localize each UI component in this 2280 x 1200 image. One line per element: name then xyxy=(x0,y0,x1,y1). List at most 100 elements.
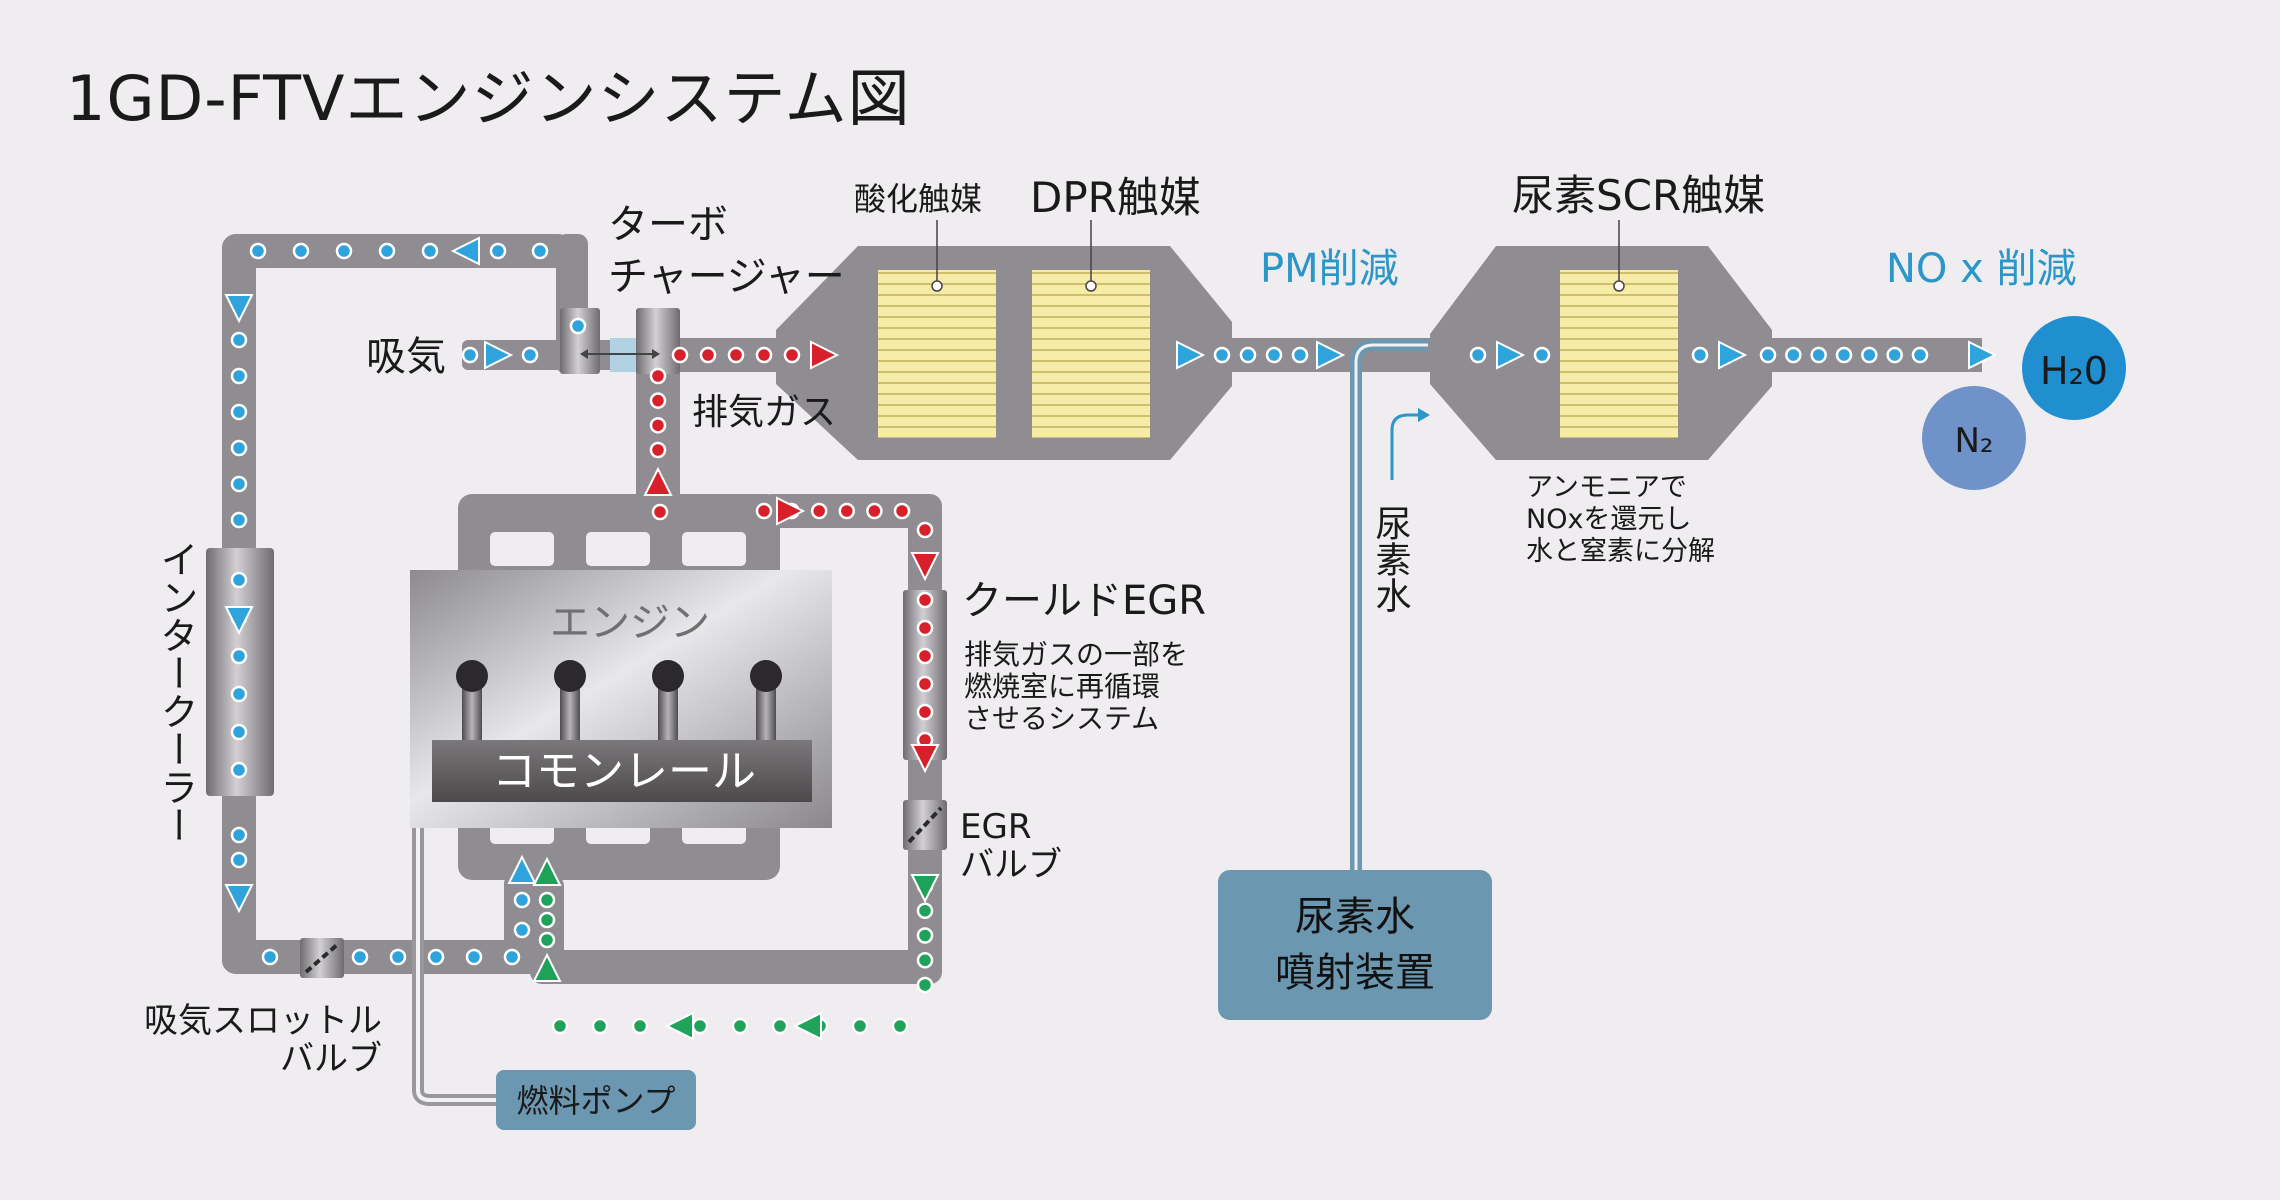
turbo-compressor xyxy=(560,308,600,374)
egr-note-line2: 燃焼室に再循環 xyxy=(964,670,1160,703)
clean-flow-dot xyxy=(1911,346,1929,364)
pm-reduction-label: PM削減 xyxy=(1260,246,1399,292)
exhaust-flow-dot xyxy=(916,591,934,609)
exhaust-flow-dot xyxy=(916,703,934,721)
turbo-label-line2: チャージャー xyxy=(608,254,845,300)
clean-flow-dot xyxy=(1861,346,1878,364)
urea-injector-box xyxy=(1218,870,1492,1020)
clean-flow-dot xyxy=(1213,346,1231,364)
egr-return-flow-arrow xyxy=(532,952,562,982)
exhaust-flow-arrow xyxy=(910,744,940,774)
egr-return-flow-dot xyxy=(916,927,934,944)
egr-return-flow-dot xyxy=(851,1017,869,1035)
intake-flow-dot xyxy=(427,948,445,966)
exhaust-flow-arrow xyxy=(810,340,840,370)
clean-flow-arrow xyxy=(1176,340,1206,370)
nox-reduction-label: NO x 削減 xyxy=(1886,246,2077,292)
egr-return-flow-dot xyxy=(691,1017,709,1035)
egr-return-flow-dot xyxy=(538,931,556,949)
clean-flow-dot xyxy=(1469,346,1487,364)
egr-return-flow-dot xyxy=(916,902,934,919)
clean-flow-dot xyxy=(1759,346,1777,364)
egr-return-flow-dot xyxy=(731,1017,749,1035)
urea-injector-label-line1: 尿素水 xyxy=(1295,894,1415,940)
exhaust-flow-dot xyxy=(916,675,934,693)
clean-flow-dot xyxy=(1291,346,1309,364)
exhaust-flow-dot xyxy=(916,521,934,539)
exhaust-flow-dot xyxy=(916,619,934,637)
urea-injection-line-inner xyxy=(1354,343,1428,876)
intake-flow-dot xyxy=(230,511,248,529)
exhaust-flow-dot xyxy=(810,502,828,520)
turbo-shaft-arrows xyxy=(580,349,660,359)
intake-flow-dot xyxy=(261,948,279,966)
intake-flow-dot xyxy=(351,948,369,966)
injectors xyxy=(456,660,782,750)
egr-return-flow-dot xyxy=(551,1017,569,1035)
egr-valve-plate xyxy=(907,806,943,844)
exhaust-flow-dot xyxy=(649,441,667,459)
intercooler-label: インタークーラー xyxy=(154,540,198,844)
urea-injector-label-line2: 噴射装置 xyxy=(1275,950,1435,996)
intake-flow-dot xyxy=(378,242,396,260)
clean-flow-dot xyxy=(1785,346,1802,364)
n2-circle xyxy=(1922,386,2026,490)
egr-valve-label-line1: EGR xyxy=(960,807,1031,847)
egr-return-flow-dot xyxy=(916,952,934,969)
egr-note-line1: 排気ガスの一部を xyxy=(964,638,1188,671)
clean-flow-dot xyxy=(1239,346,1257,364)
scr-note-line1: アンモニアで xyxy=(1526,472,1687,503)
intake-flow-dot xyxy=(230,647,248,665)
clean-flow-dot xyxy=(1265,346,1283,364)
throttle-valve-plate xyxy=(304,942,340,974)
common-rail xyxy=(432,740,812,802)
scr-note-line3: 水と窒素に分解 xyxy=(1526,536,1715,567)
intake-flow-dot xyxy=(292,242,310,260)
engine-label: エンジン xyxy=(550,600,710,646)
exhaust-flow-arrow xyxy=(643,466,673,496)
scr-catalyst-core xyxy=(1560,270,1678,438)
egr-return-flow-dot xyxy=(771,1017,789,1035)
egr-cooler-body xyxy=(903,590,947,760)
intake-flow-dot xyxy=(230,685,248,703)
clean-flow-dot xyxy=(1691,346,1709,364)
intake-flow-dot xyxy=(569,317,587,335)
clean-flow-arrow xyxy=(1316,340,1346,370)
exhaust-flow-dot xyxy=(699,346,717,364)
clean-flow-dot xyxy=(1533,346,1551,364)
flow-arrows xyxy=(224,236,1998,1041)
intake-flow-dot xyxy=(230,403,248,421)
exhaust-flow-dot xyxy=(649,392,667,409)
turbo-label-line1: ターボ xyxy=(608,202,728,248)
intake-flow-dot xyxy=(249,242,267,260)
intake-flow-dot xyxy=(230,367,248,385)
intake-flow-dot xyxy=(230,571,248,589)
oxidation-catalyst-label: 酸化触媒 xyxy=(854,180,982,218)
exhaust-flow-dot xyxy=(649,417,667,434)
egr-return-flow-arrow xyxy=(532,856,562,886)
exhaust-flow-arrow xyxy=(776,496,806,526)
urea-flow-arrow xyxy=(1390,413,1418,480)
egr-valve-label-line2: バルブ xyxy=(960,845,1062,885)
intake-flow-dot xyxy=(521,346,539,364)
intake-flow-dot xyxy=(230,723,248,741)
egr-return-flow-dot xyxy=(631,1017,649,1035)
exhaust-flow-dot xyxy=(893,502,911,520)
page-title: 1GD-FTVエンジンシステム図 xyxy=(66,62,911,135)
throttle-label-line1: 吸気スロットル xyxy=(144,1001,382,1041)
intake-label: 吸気 xyxy=(366,334,446,380)
exhaust-flow-dot xyxy=(651,503,669,521)
intake-flow-arrow xyxy=(224,884,254,914)
clean-flow-arrow xyxy=(1496,340,1526,370)
intake-flow-arrow xyxy=(507,854,537,884)
intake-flow-arrow xyxy=(450,236,480,266)
egr-return-bottom-pipe xyxy=(530,950,942,984)
dpr-catalyst-label: DPR触媒 xyxy=(1030,173,1201,222)
exhaust-flow-dot xyxy=(649,367,667,385)
egr-return-flow-dot xyxy=(891,1017,909,1035)
dpr-catalyst-core xyxy=(1032,270,1150,438)
n2-label: N₂ xyxy=(1954,421,1993,461)
catalyst-pointer-lines xyxy=(936,220,1620,281)
scr-note-line2: NOxを還元し xyxy=(1526,504,1691,535)
intake-flow-dot xyxy=(230,439,248,457)
